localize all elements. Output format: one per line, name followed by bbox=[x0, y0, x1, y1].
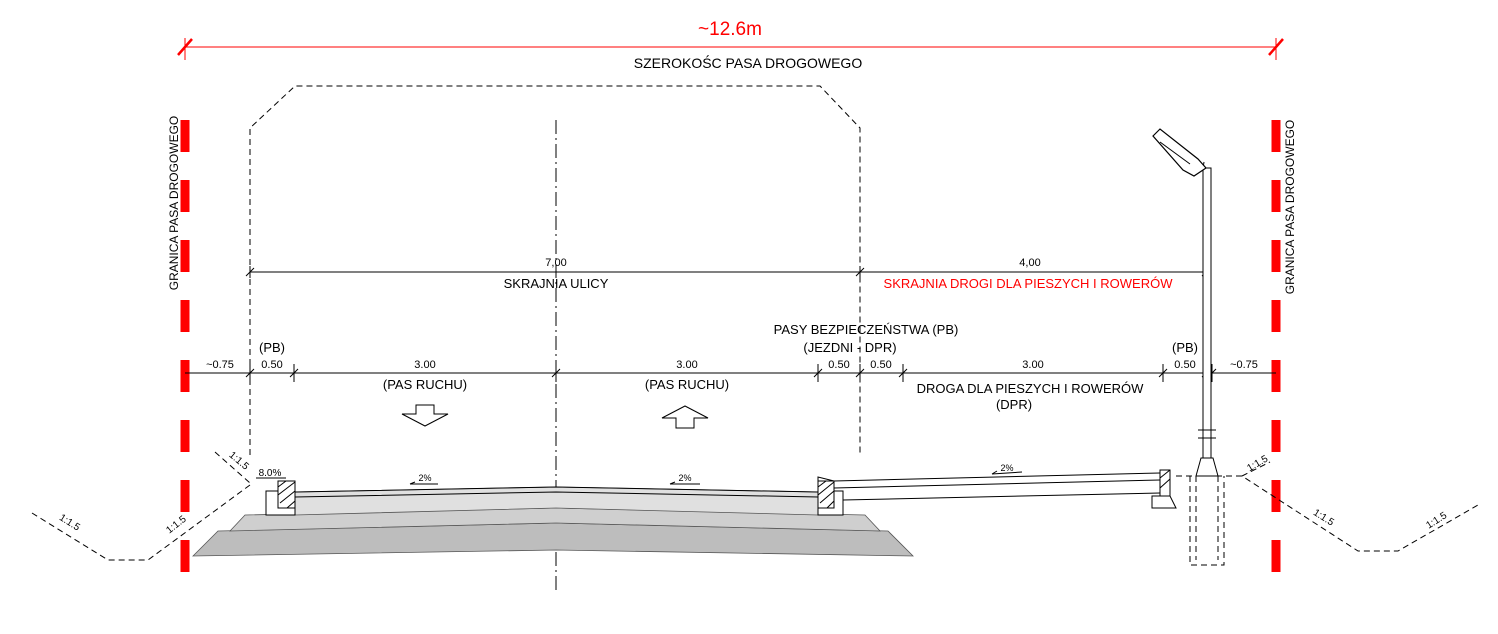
curb-slope-label: 8.0% bbox=[259, 468, 282, 479]
dpr-value: 3.00 bbox=[1022, 359, 1043, 371]
pavement-structure bbox=[192, 486, 914, 557]
street-clearance-outline bbox=[249, 85, 861, 455]
path-clearance-label: SKRAJNIA DROGI DLA PIESZYCH I ROWERÓW bbox=[884, 276, 1174, 291]
right-margin-value: ~0.75 bbox=[1230, 359, 1258, 371]
pb-mid2-value: 0.50 bbox=[870, 359, 891, 371]
pb-right-value: 0.50 bbox=[1174, 359, 1195, 371]
safety-strips-subtitle: (JEZDNI - DPR) bbox=[803, 340, 896, 355]
left-curb bbox=[265, 480, 296, 516]
path-structure bbox=[817, 469, 1177, 509]
dpr-label: DROGA DLA PIESZYCH I ROWERÓW bbox=[917, 381, 1145, 396]
embankment-right-mid-label: 1:1.5 bbox=[1311, 507, 1336, 528]
detail-dimension-line bbox=[185, 364, 1276, 382]
street-lamp-icon bbox=[1152, 128, 1225, 566]
path-clearance-value: 4,00 bbox=[1019, 257, 1040, 269]
overall-width-value: ~12.6m bbox=[698, 19, 762, 40]
left-margin-value: ~0.75 bbox=[206, 359, 234, 371]
lane1-label: (PAS RUCHU) bbox=[383, 377, 467, 392]
right-boundary-label: GRANICA PASA DROGOWEGO bbox=[1283, 120, 1297, 294]
ground-lines bbox=[31, 451, 1479, 561]
embankment-right-top-label: 1:1.5 bbox=[1245, 453, 1270, 474]
pb-left-label: (PB) bbox=[259, 340, 285, 355]
middle-curb bbox=[817, 480, 844, 516]
safety-strips-title: PASY BEZPIECZEŃSTWA (PB) bbox=[774, 322, 959, 337]
left-boundary-label: GRANICA PASA DROGOWEGO bbox=[167, 116, 181, 290]
lane1-slope-label: 2% bbox=[418, 473, 431, 483]
pb-right-label: (PB) bbox=[1172, 340, 1198, 355]
slope-labels: 8.0% 2% 2% 2% bbox=[256, 463, 1023, 485]
path-slope-label: 2% bbox=[1000, 463, 1013, 473]
overall-width-dimension: ~12.6m SZEROKOŚC PASA DROGOWEGO bbox=[177, 19, 1284, 71]
street-clearance-value: 7,00 bbox=[545, 257, 566, 269]
embankment-left-top-label: 1:1.5 bbox=[227, 450, 251, 473]
embankment-right-far-label: 1:1.5 bbox=[1424, 510, 1449, 531]
pb-mid1-value: 0.50 bbox=[828, 359, 849, 371]
lane-direction-up-icon bbox=[661, 405, 709, 429]
overall-width-title: SZEROKOŚC PASA DROGOWEGO bbox=[634, 54, 863, 71]
pb-left-value: 0.50 bbox=[261, 359, 282, 371]
street-clearance-label: SKRAJNIA ULICY bbox=[504, 276, 609, 291]
lane2-value: 3.00 bbox=[676, 359, 697, 371]
lane2-slope-label: 2% bbox=[678, 473, 691, 483]
lane1-value: 3.00 bbox=[414, 359, 435, 371]
dpr-abbr: (DPR) bbox=[996, 397, 1032, 412]
lane-direction-down-icon bbox=[401, 404, 449, 427]
lane2-label: (PAS RUCHU) bbox=[645, 377, 729, 392]
